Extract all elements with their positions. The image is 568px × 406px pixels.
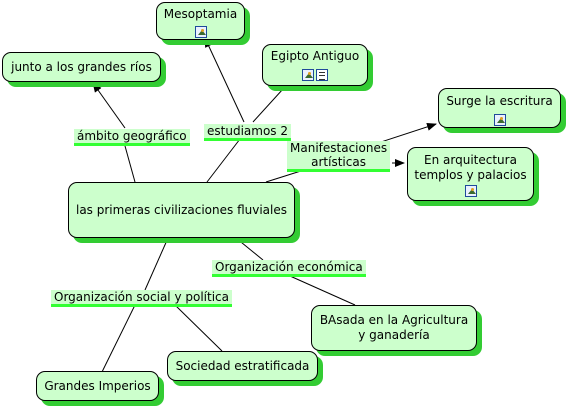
concept-imperios-text: Grandes Imperios [44, 378, 151, 393]
edge-ambito-rios [92, 82, 126, 129]
concept-agricultura-text: BAsada en la Agricultura y ganadería [319, 313, 469, 342]
image-icon[interactable] [194, 26, 207, 38]
concept-egipto[interactable]: Egipto Antiguo [262, 44, 368, 86]
concept-sociedad[interactable]: Sociedad estratificada [167, 351, 318, 381]
concept-egipto-text: Egipto Antiguo [270, 49, 360, 63]
concept-mesoptamia-text: Mesoptamia [163, 7, 238, 21]
concept-imperios[interactable]: Grandes Imperios [36, 371, 159, 401]
edge-central-social [144, 237, 169, 291]
image-icon[interactable] [493, 114, 506, 126]
concept-central-text: las primeras civilizaciones fluviales [75, 202, 287, 217]
image-icon[interactable] [464, 185, 477, 197]
edge-manifestaciones-escritura [377, 123, 437, 144]
concept-escritura-text: Surge la escritura [446, 94, 553, 108]
link-social[interactable]: Organización social y política [51, 290, 232, 304]
concept-rios[interactable]: junto a los grandes ríos [2, 52, 161, 82]
concept-sociedad-text: Sociedad estratificada [175, 358, 310, 373]
edge-central-ambito [124, 145, 136, 183]
edge-social-sociedad [174, 304, 223, 352]
edge-central-economica [235, 237, 264, 261]
concept-arquitectura-text: En arquitectura templos y palacios [414, 153, 527, 182]
concept-escritura[interactable]: Surge la escritura [438, 88, 561, 128]
concept-central[interactable]: las primeras civilizaciones fluviales [68, 182, 295, 238]
link-economica[interactable]: Organización económica [212, 260, 366, 274]
concept-agricultura[interactable]: BAsada en la Agricultura y ganadería [311, 305, 477, 351]
link-estudiamos[interactable]: estudiamos 2 [204, 124, 291, 138]
edge-estudiamos-mesoptamia [204, 37, 245, 123]
concept-mesoptamia[interactable]: Mesoptamia [156, 2, 245, 40]
image-icon[interactable] [302, 69, 314, 81]
edge-central-manifestaciones [265, 169, 305, 183]
concept-arquitectura[interactable]: En arquitectura templos y palacios [407, 147, 534, 201]
edge-economica-agricultura [289, 275, 356, 306]
edge-central-estudiamos [206, 138, 241, 183]
link-ambito[interactable]: ámbito geográfico [74, 129, 190, 143]
edge-social-imperios [100, 304, 136, 375]
concept-rios-text: junto a los grandes ríos [11, 59, 152, 74]
document-icon[interactable] [316, 69, 328, 81]
link-manifestaciones[interactable]: Manifestaciones artísticas [287, 141, 391, 169]
